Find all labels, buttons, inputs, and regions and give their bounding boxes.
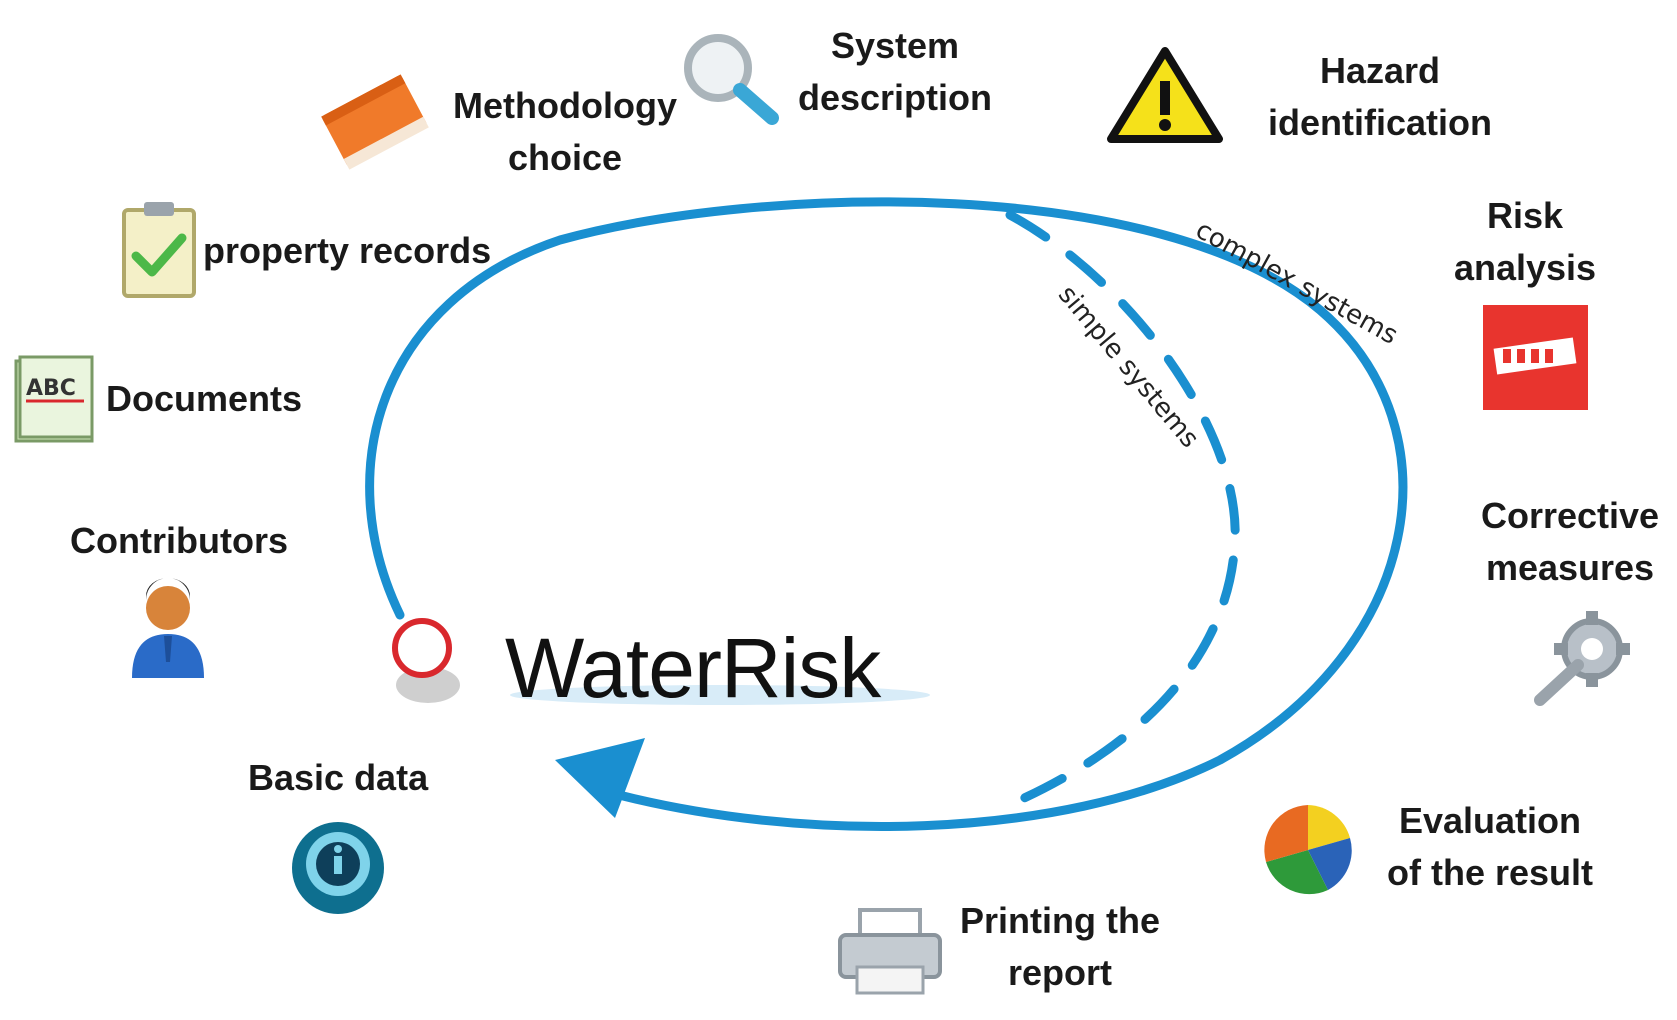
warning-icon	[1105, 45, 1225, 150]
property-records-label: property records	[203, 230, 492, 271]
methodology-line2: choice	[507, 137, 623, 178]
hazard-identification-line1: Hazard	[1319, 50, 1441, 91]
info-icon	[288, 818, 388, 923]
methodology-label: Methodology choice	[440, 80, 690, 184]
system-description-line2: description	[797, 77, 993, 118]
risk-analysis-line1: Risk	[1486, 195, 1564, 236]
complex-systems-loop	[365, 197, 1408, 831]
brand-glow	[510, 685, 930, 705]
risk-analysis-label: Risk analysis	[1440, 190, 1610, 294]
basic-data-label: Basic data	[248, 757, 429, 798]
documents-icon: ABC	[12, 355, 98, 450]
evaluation-line1: Evaluation	[1398, 800, 1582, 841]
printer-icon	[835, 905, 945, 1005]
contributors-label: Contributors	[70, 520, 288, 561]
evaluation-line2: of the result	[1386, 852, 1593, 893]
brand-title: WaterRisk	[505, 621, 881, 715]
printing-line2: report	[1007, 952, 1112, 993]
risk-tool-icon	[1483, 305, 1588, 415]
methodology-line1: Methodology	[453, 85, 677, 126]
evaluation-label: Evaluation of the result	[1380, 795, 1600, 899]
hazard-identification-label: Hazard identification	[1255, 45, 1505, 149]
documents-label: Documents	[106, 378, 303, 419]
cycle-arrow-head	[555, 738, 645, 818]
gear-wrench-icon	[1520, 605, 1640, 725]
hazard-identification-line2: identification	[1268, 102, 1492, 143]
printing-label: Printing the report	[950, 895, 1170, 999]
clipboard-check-icon	[120, 200, 198, 305]
magnifier-icon	[676, 28, 786, 133]
simple-systems-shortcut	[1005, 210, 1240, 805]
corrective-measures-line2: measures	[1485, 547, 1655, 588]
person-icon	[128, 578, 208, 688]
book-icon	[320, 70, 430, 180]
pie-chart-icon	[1258, 800, 1358, 905]
system-description-label: System description	[795, 20, 995, 124]
corrective-measures-label: Corrective measures	[1480, 490, 1660, 594]
documents-icon-text: ABC	[26, 376, 76, 401]
printing-line1: Printing the	[960, 900, 1160, 941]
corrective-measures-line1: Corrective	[1480, 495, 1660, 536]
start-circle	[392, 618, 452, 678]
system-description-line1: System	[830, 25, 960, 66]
risk-analysis-line2: analysis	[1453, 247, 1597, 288]
